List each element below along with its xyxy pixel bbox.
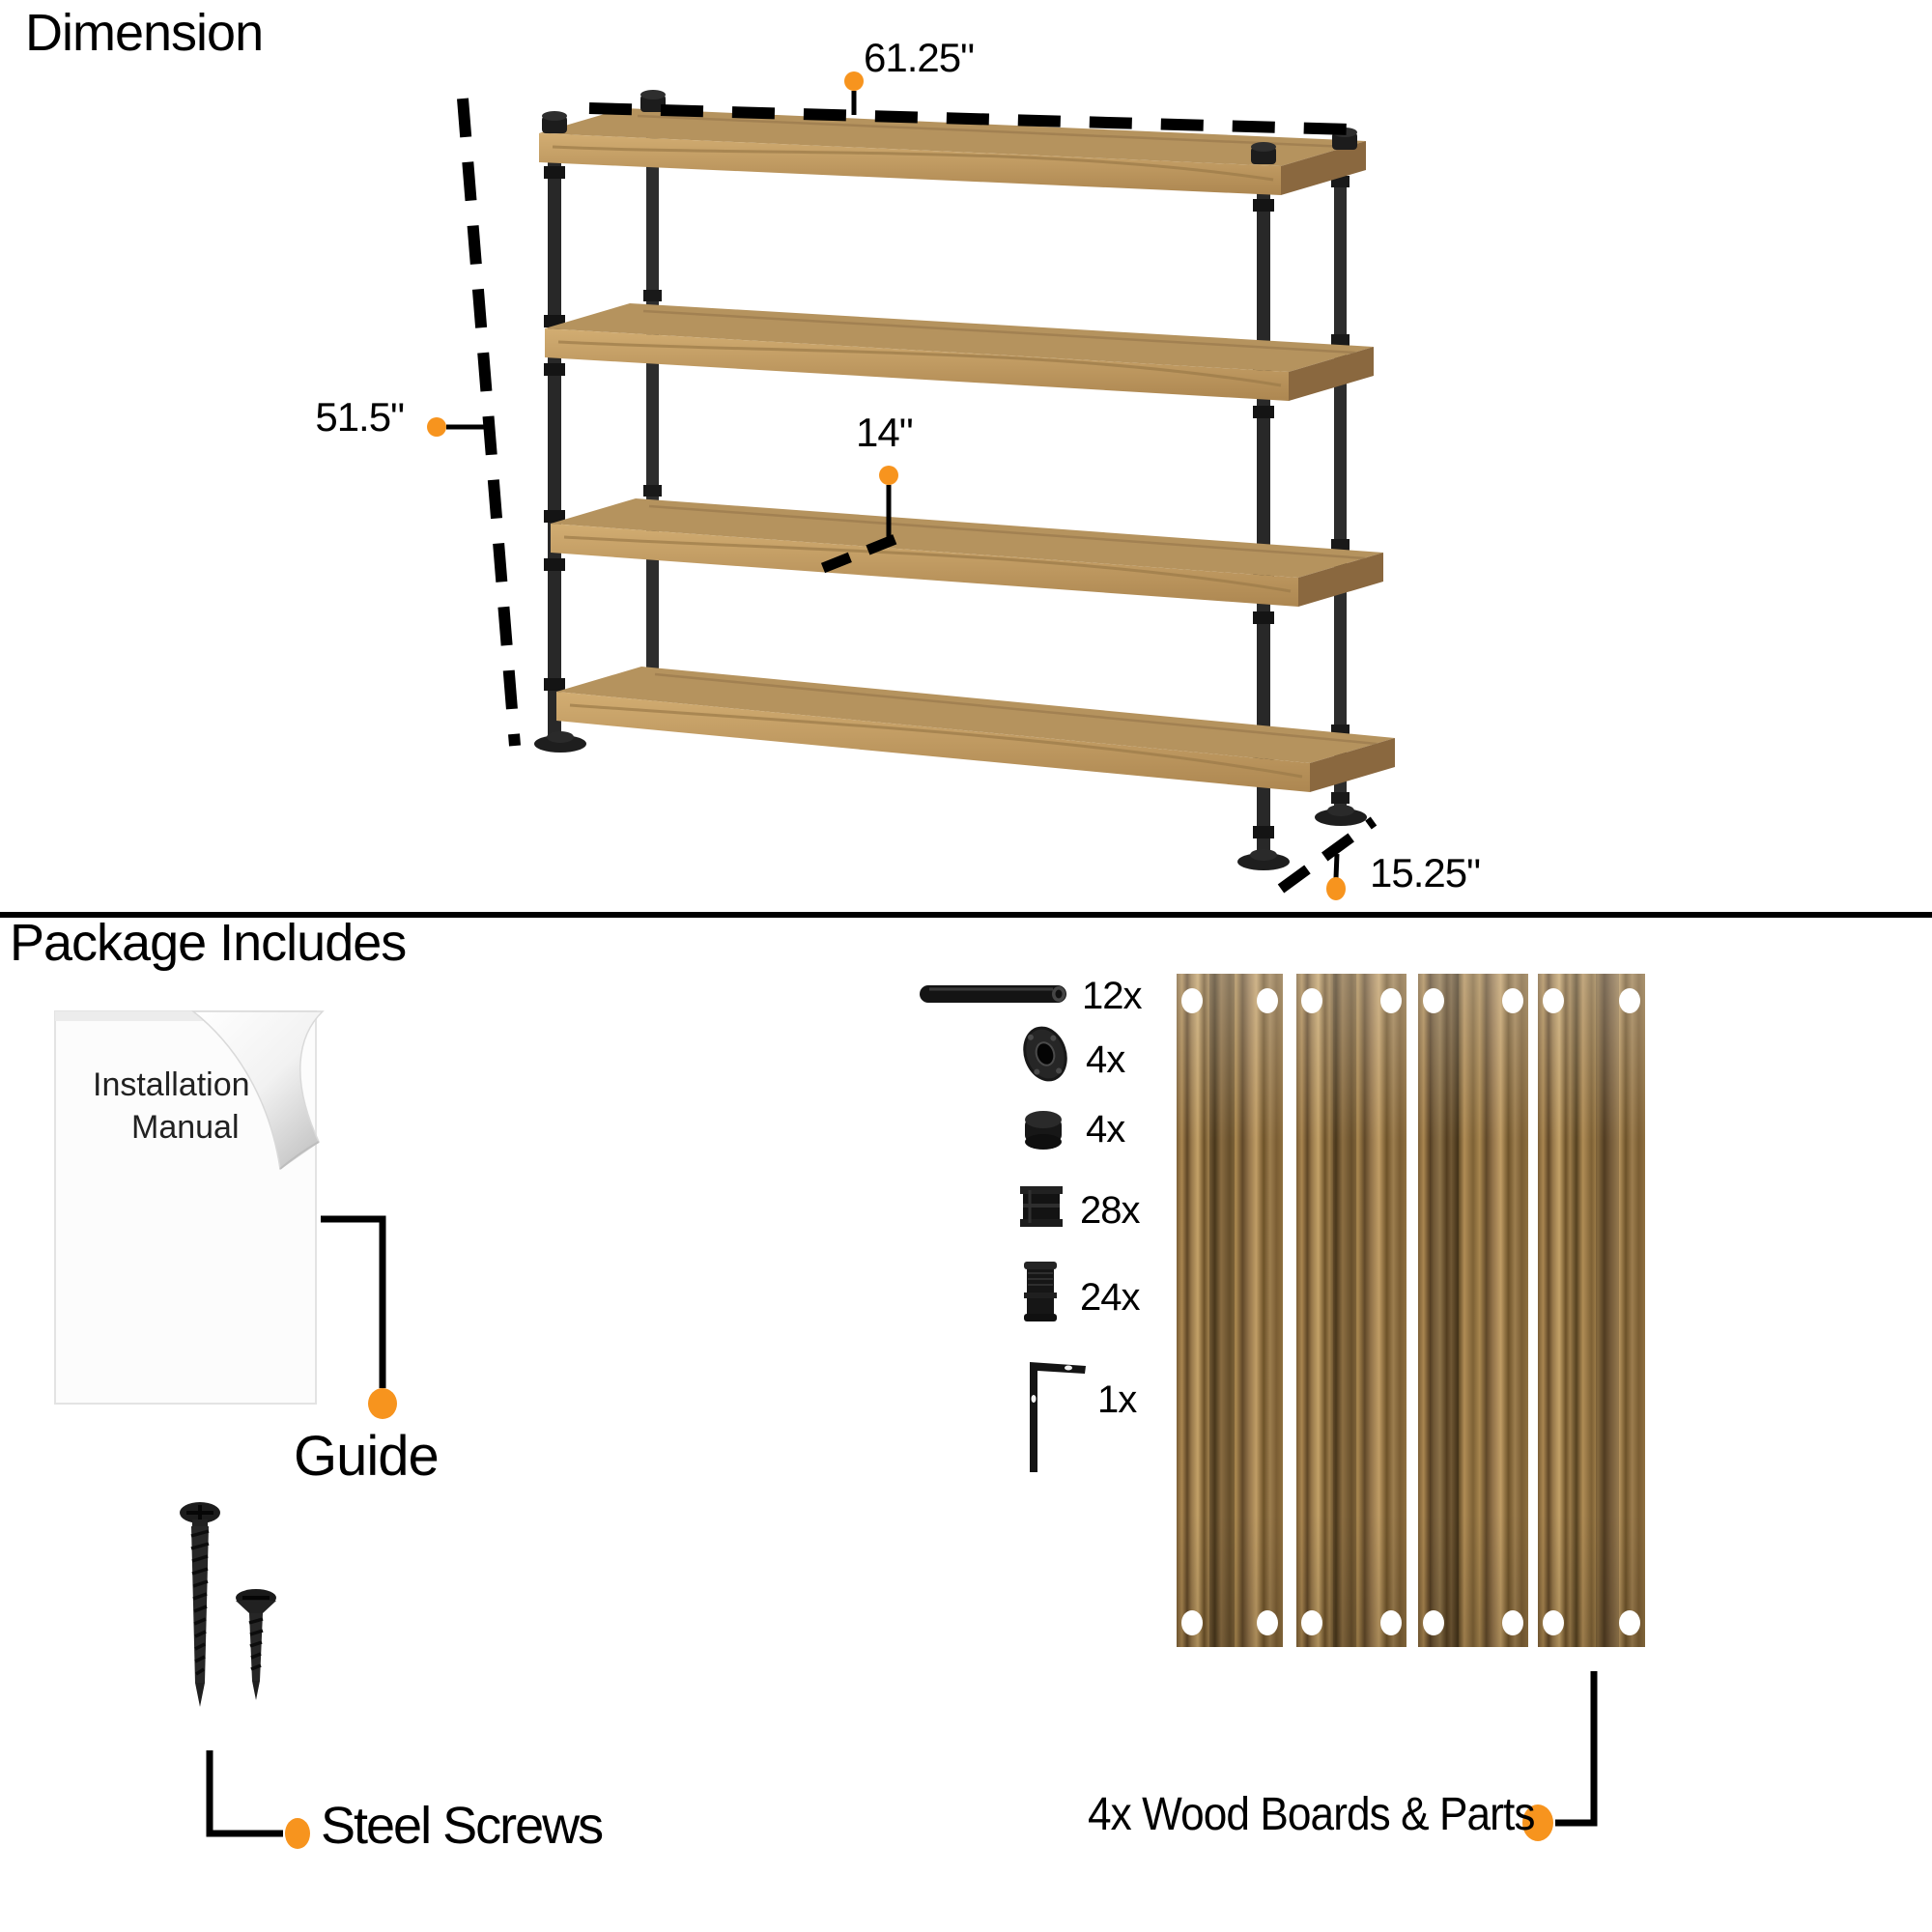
flange-feet	[534, 731, 1367, 870]
installation-manual	[54, 1010, 317, 1405]
depth-pointer-line	[1333, 853, 1340, 879]
pipe-qty-label: 12x	[1082, 975, 1142, 1017]
spacing-marker-dot	[879, 466, 898, 485]
manual-page-curl	[190, 1010, 325, 1171]
spacing-dashed-line	[820, 527, 913, 574]
dimension-title: Dimension	[25, 4, 264, 62]
long-screw	[180, 1502, 220, 1707]
dimension-annotations	[427, 71, 1378, 900]
corner-bracket-icon	[1030, 1362, 1086, 1472]
wood-boards	[1177, 974, 1645, 1841]
width-dimension-label: 61.25"	[864, 35, 975, 80]
manual-text-line2: Manual	[131, 1109, 240, 1146]
screws-marker-dot	[285, 1818, 310, 1849]
depth-dimension-label: 15.25"	[1370, 850, 1481, 895]
guide-marker-dot	[368, 1388, 397, 1419]
guide-connector	[321, 1215, 397, 1419]
section-divider	[0, 912, 1932, 918]
manual-text-line1: Installation	[93, 1066, 250, 1103]
wood-board-3	[1418, 974, 1528, 1647]
height-dimension-label: 51.5"	[315, 394, 405, 440]
steel-screws-label: Steel Screws	[321, 1797, 604, 1855]
height-dashed-line	[457, 98, 521, 747]
pipe-cap-icon	[1025, 1111, 1062, 1150]
depth-dashed-line	[1277, 816, 1378, 894]
flange-qty-label: 4x	[1086, 1038, 1125, 1081]
parts-column	[920, 985, 1086, 1472]
package-title: Package Includes	[10, 914, 407, 972]
pipe-nipple-icon	[1024, 1262, 1057, 1321]
coupling-qty-label: 28x	[1080, 1189, 1140, 1232]
pipe-coupling-icon	[1020, 1186, 1063, 1227]
guide-label: Guide	[294, 1425, 440, 1488]
shelf-spacing-label: 14"	[856, 410, 914, 455]
shelf-board-3	[551, 498, 1383, 607]
boards-marker-dot	[1522, 1804, 1553, 1841]
wood-board-2	[1296, 974, 1406, 1647]
shelf-board-4	[556, 667, 1395, 792]
wood-boards-label: 4x Wood Boards & Parts	[1088, 1789, 1535, 1840]
shelf-board-1	[539, 108, 1366, 195]
pipe-icon	[920, 985, 1066, 1003]
floor-flange-icon	[1023, 1026, 1067, 1082]
wood-board-4	[1538, 974, 1645, 1647]
shelf-board-2	[545, 303, 1374, 401]
short-screw	[236, 1589, 276, 1700]
bracket-qty-label: 1x	[1097, 1378, 1137, 1421]
wood-board-1	[1177, 974, 1283, 1647]
bookshelf-illustration	[534, 90, 1395, 870]
screws-connector	[206, 1750, 310, 1849]
cap-qty-label: 4x	[1086, 1108, 1125, 1151]
steel-screws-illustration	[180, 1502, 310, 1849]
width-dashed-line	[588, 102, 1353, 135]
width-marker-dot	[844, 71, 864, 91]
boards-connector	[1522, 1671, 1598, 1841]
nipple-qty-label: 24x	[1080, 1276, 1140, 1319]
height-marker-dot	[427, 417, 446, 437]
depth-marker-dot	[1326, 877, 1346, 900]
